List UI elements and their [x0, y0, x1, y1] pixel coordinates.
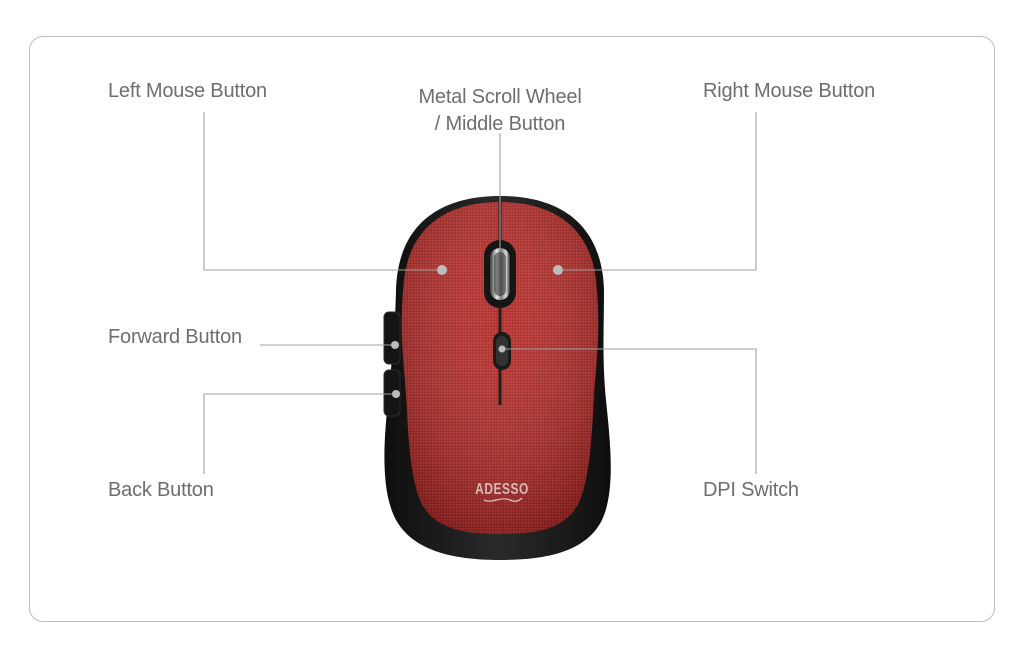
leader-left-button: [203, 112, 442, 271]
marker-right-button: [553, 265, 563, 275]
mouse-body: ADESSO: [383, 196, 611, 560]
marker-dots: [391, 265, 563, 398]
scroll-wheel: [484, 240, 516, 308]
forward-button-shape: [383, 311, 401, 365]
label-scroll-wheel: Metal Scroll Wheel / Middle Button: [400, 84, 600, 138]
marker-forward-button: [391, 341, 399, 349]
diagram-frame: [29, 36, 995, 622]
leader-dpi-switch: [502, 348, 757, 474]
label-dpi-switch: DPI Switch: [703, 479, 799, 501]
brand-logo: ADESSO: [475, 479, 529, 502]
back-button-shape: [383, 369, 401, 417]
side-buttons: [383, 311, 401, 417]
leader-right-button: [558, 112, 757, 271]
leader-back-button: [203, 393, 396, 474]
leader-lines: [203, 112, 757, 474]
marker-dpi-switch: [498, 345, 506, 353]
marker-left-button: [437, 265, 447, 275]
label-scroll-wheel-line1: Metal Scroll Wheel: [418, 86, 582, 108]
label-forward-button: Forward Button: [108, 326, 242, 348]
label-right-mouse-button: Right Mouse Button: [703, 80, 876, 102]
marker-back-button: [392, 390, 400, 398]
svg-text:ADESSO: ADESSO: [475, 479, 529, 497]
label-scroll-wheel-line2: / Middle Button: [434, 113, 566, 135]
label-left-mouse-button: Left Mouse Button: [108, 80, 267, 102]
label-back-button: Back Button: [108, 479, 214, 501]
